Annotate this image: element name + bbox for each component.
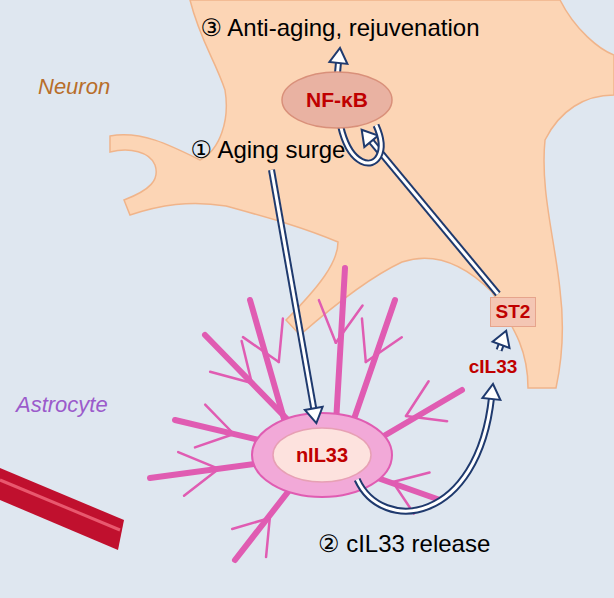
- arrow-core: [357, 397, 491, 511]
- node-text: ① Aging surge: [191, 136, 346, 164]
- oval-shape: [282, 72, 392, 128]
- astrocyte-twig: [319, 300, 336, 343]
- node-text: cIL33: [469, 356, 518, 378]
- step-label: ② cIL33 release: [318, 530, 490, 558]
- oval-shape: [273, 428, 371, 482]
- text-node: ③ Anti-aging, rejuvenation: [196, 12, 483, 44]
- cell-label: Astrocyte: [16, 392, 108, 418]
- node-text: nIL33: [296, 444, 348, 467]
- node-text: ST2: [496, 301, 531, 323]
- astrocyte-twig: [336, 306, 363, 343]
- arrow-core: [370, 140, 498, 294]
- astrocyte-twig: [195, 434, 234, 447]
- astrocyte-twig: [406, 416, 447, 421]
- arrow-outline: [357, 397, 491, 511]
- astrocyte-twig: [393, 472, 430, 482]
- hollow-arrow: [493, 331, 510, 350]
- arrow-head: [482, 384, 500, 400]
- oval-node: nIL33: [272, 427, 372, 483]
- hollow-arrow: [357, 384, 500, 511]
- blood-vessel: [0, 468, 124, 550]
- astrocyte-twig: [266, 518, 270, 557]
- astrocyte-cell: [150, 268, 462, 560]
- astrocyte-twig: [366, 337, 402, 362]
- astrocyte-body: [252, 413, 392, 497]
- astrocyte-twig: [184, 469, 219, 496]
- astrocyte-twig: [279, 319, 283, 362]
- hollow-arrow: [272, 170, 323, 423]
- cell-label: Neuron: [38, 74, 110, 100]
- blood-vessel-stripe: [0, 480, 120, 530]
- arrow-outline: [272, 170, 315, 410]
- astrocyte-twig: [205, 405, 234, 434]
- astrocyte-twig: [178, 452, 219, 469]
- arrow-outline: [370, 140, 498, 294]
- text-node: cIL33: [465, 354, 522, 380]
- arrow-core: [272, 170, 315, 410]
- astrocyte-twig: [243, 337, 279, 362]
- arrow-head: [493, 331, 510, 348]
- receptor-box: ST2: [490, 297, 537, 327]
- astrocyte-twig: [242, 341, 252, 383]
- astrocyte-twig: [232, 518, 270, 529]
- astrocyte-twig: [406, 381, 429, 416]
- astrocyte-twig: [362, 319, 366, 362]
- neuron-cell: [110, 0, 614, 388]
- arrow-head: [305, 407, 323, 423]
- arrow-head: [329, 48, 347, 64]
- text-node: ① Aging surge: [187, 134, 350, 166]
- node-text: NF-κB: [306, 88, 368, 112]
- node-text: ③ Anti-aging, rejuvenation: [200, 14, 479, 42]
- oval-node: NF-κB: [281, 71, 393, 129]
- astrocyte-twig: [210, 372, 252, 383]
